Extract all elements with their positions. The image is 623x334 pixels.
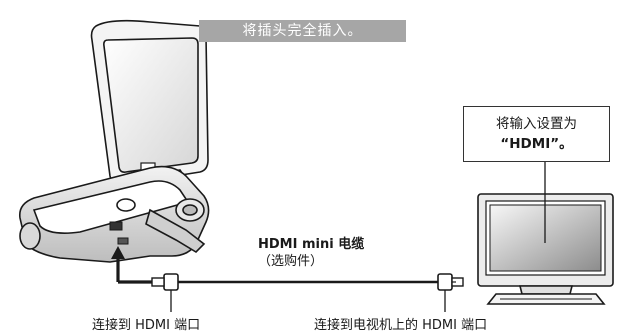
camera-port-label: 连接到 HDMI 端口 xyxy=(92,318,201,333)
hdmi-cable-icon xyxy=(151,273,464,291)
instruction-banner: 将插头完全插入。 xyxy=(199,20,406,42)
callout-line-1: 将输入设置为 xyxy=(496,116,577,132)
cable-name: HDMI mini 电缆 xyxy=(258,237,365,252)
input-setting-callout: 将输入设置为 “HDMI”。 xyxy=(463,106,610,162)
insert-arrow-icon xyxy=(111,246,152,284)
camcorder-icon xyxy=(18,19,210,263)
cable-label: HDMI mini 电缆 （选购件） xyxy=(258,236,364,270)
tv-port-label: 连接到电视机上的 HDMI 端口 xyxy=(314,318,488,333)
callout-line-2: “HDMI”。 xyxy=(500,136,573,152)
cable-note: （选购件） xyxy=(258,254,324,269)
